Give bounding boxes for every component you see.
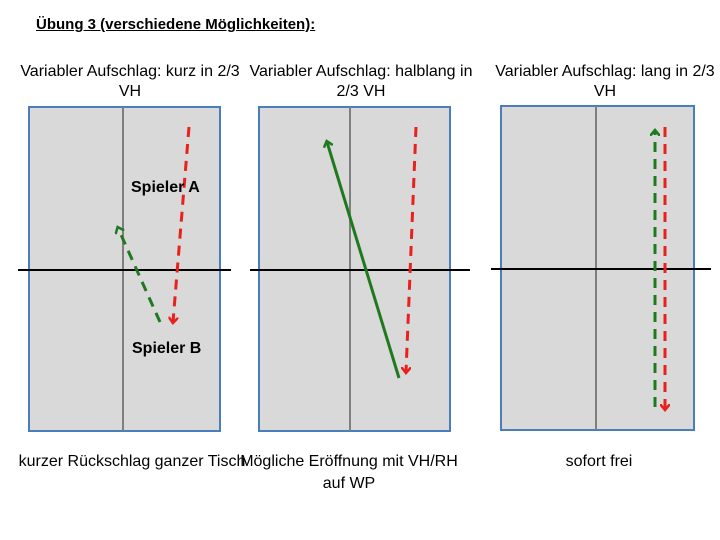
panel-3-caption: sofort frei (565, 453, 633, 470)
panel-3-title: Variabler Aufschlag: lang in 2/3 VH (495, 63, 715, 100)
panel-3-table (491, 105, 711, 431)
player-a-label: Spieler A (131, 179, 200, 196)
return-arrow (327, 142, 401, 379)
panel-2-title: Variabler Aufschlag: halblang in 2/3 VH (249, 63, 473, 100)
page-title: Übung 3 (verschiedene Möglichkeiten): (36, 16, 316, 33)
panel-1-caption: kurzer Rückschlag ganzer Tisch (18, 453, 246, 470)
panel-2-caption: Mögliche Eröffnung mit VH/RH auf WP (240, 453, 458, 492)
panel-2-table (250, 106, 470, 432)
return-arrow (118, 228, 162, 323)
player-b-label: Spieler B (132, 340, 202, 357)
serve-arrow (406, 126, 418, 372)
panel-1-table (18, 106, 231, 432)
panel-1-title: Variabler Aufschlag: kurz in 2/3 VH (20, 63, 240, 100)
